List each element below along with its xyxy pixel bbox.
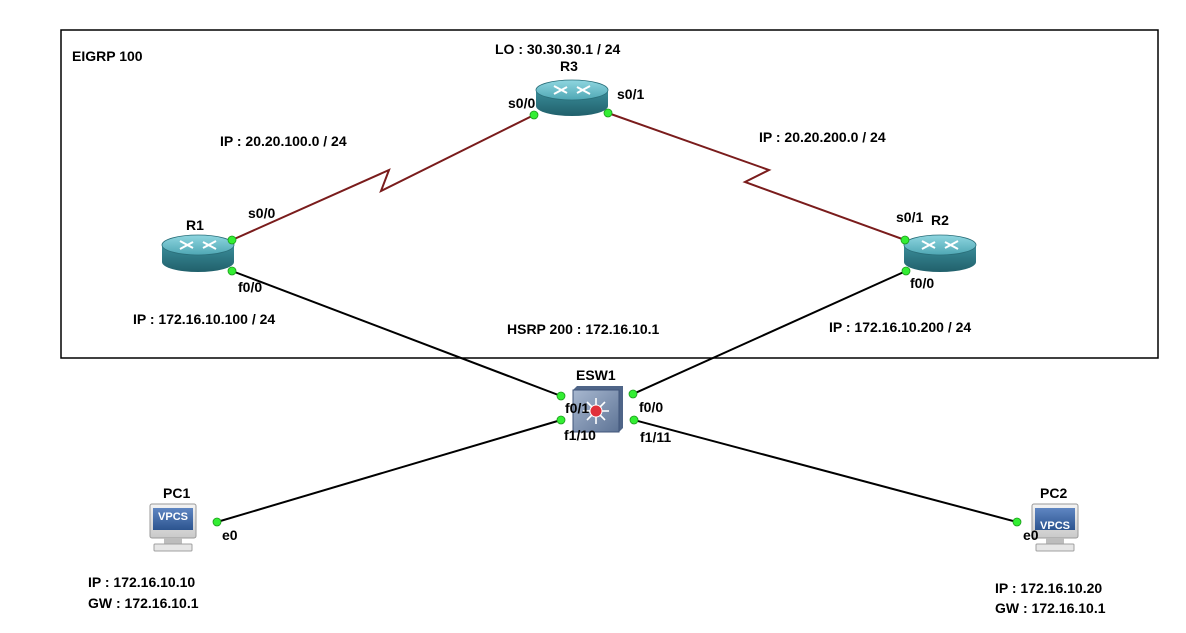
eigrp-area-label: EIGRP 100: [72, 48, 143, 64]
pc2-name-label: PC2: [1040, 485, 1068, 501]
hsrp-label: HSRP 200 : 172.16.10.1: [507, 321, 660, 337]
port-dot-pc1-e0[interactable]: [212, 517, 222, 527]
link-r1-r3-network-label: IP : 20.20.100.0 / 24: [220, 133, 347, 149]
switch-esw1[interactable]: [572, 386, 623, 433]
port-dot-r2-s0-1[interactable]: [900, 235, 910, 245]
r1-name-label: R1: [186, 217, 204, 233]
port-dot-esw1-f1-10[interactable]: [556, 415, 566, 425]
esw1-name-label: ESW1: [576, 367, 616, 383]
r3-s0-0-label: s0/0: [508, 95, 536, 111]
port-dot-r3-s0-1[interactable]: [603, 108, 613, 118]
ethernet-link-pc2-esw1[interactable]: [633, 419, 1018, 523]
port-dot-r1-f0-0[interactable]: [227, 266, 237, 276]
pc1-vpcs[interactable]: [149, 503, 197, 552]
pc2-gw-label: GW : 172.16.10.1: [995, 600, 1106, 616]
link-r3-r2-network-label: IP : 20.20.200.0 / 24: [759, 129, 886, 145]
esw1-f0-0-label: f0/0: [639, 399, 664, 415]
r2-f0-0-label: f0/0: [910, 275, 935, 291]
pc2-e0-label: e0: [1023, 527, 1039, 543]
port-dot-esw1-f0-1[interactable]: [556, 391, 566, 401]
port-dot-r3-s0-0[interactable]: [529, 110, 539, 120]
port-dot-r2-f0-0[interactable]: [901, 266, 911, 276]
r1-s0-0-label: s0/0: [248, 205, 276, 221]
port-dot-esw1-f1-11[interactable]: [629, 415, 639, 425]
router-r1[interactable]: [161, 234, 235, 272]
port-dot-esw1-f0-0[interactable]: [628, 389, 638, 399]
r2-ip-label: IP : 172.16.10.200 / 24: [829, 319, 972, 335]
pc2-vpcs-badge: VPCS: [1040, 520, 1070, 532]
pc1-ip-label: IP : 172.16.10.10: [88, 574, 196, 590]
r3-s0-1-label: s0/1: [617, 86, 645, 102]
r2-name-label: R2: [931, 212, 949, 228]
ethernet-link-pc1-esw1[interactable]: [216, 419, 562, 523]
esw1-f1-11-label: f1/11: [640, 429, 672, 445]
pc1-name-label: PC1: [163, 485, 191, 501]
r3-loopback-label: LO : 30.30.30.1 / 24: [495, 41, 621, 57]
pc2-vpcs[interactable]: [1031, 503, 1079, 552]
serial-link-r1-r3[interactable]: [231, 114, 535, 241]
pc1-e0-label: e0: [222, 527, 238, 543]
serial-link-r3-r2[interactable]: [607, 112, 906, 241]
esw1-f1-10-label: f1/10: [564, 427, 596, 443]
pc1-gw-label: GW : 172.16.10.1: [88, 595, 199, 611]
router-r2[interactable]: [903, 234, 977, 272]
ethernet-link-r2-esw1[interactable]: [632, 270, 907, 395]
eigrp-area-frame: [60, 29, 1159, 359]
router-r3[interactable]: [535, 79, 609, 116]
pc2-ip-label: IP : 172.16.10.20: [995, 580, 1103, 596]
ethernet-link-r1-esw1[interactable]: [231, 270, 562, 397]
esw1-f0-1-label: f0/1: [565, 400, 590, 416]
r1-f0-0-label: f0/0: [238, 279, 263, 295]
r1-ip-label: IP : 172.16.10.100 / 24: [133, 311, 276, 327]
pc1-vpcs-badge: VPCS: [158, 511, 188, 523]
r2-s0-1-label: s0/1: [896, 209, 924, 225]
r3-name-label: R3: [560, 58, 578, 74]
port-dot-pc2-e0[interactable]: [1012, 517, 1022, 527]
port-dot-r1-s0-0[interactable]: [227, 235, 237, 245]
